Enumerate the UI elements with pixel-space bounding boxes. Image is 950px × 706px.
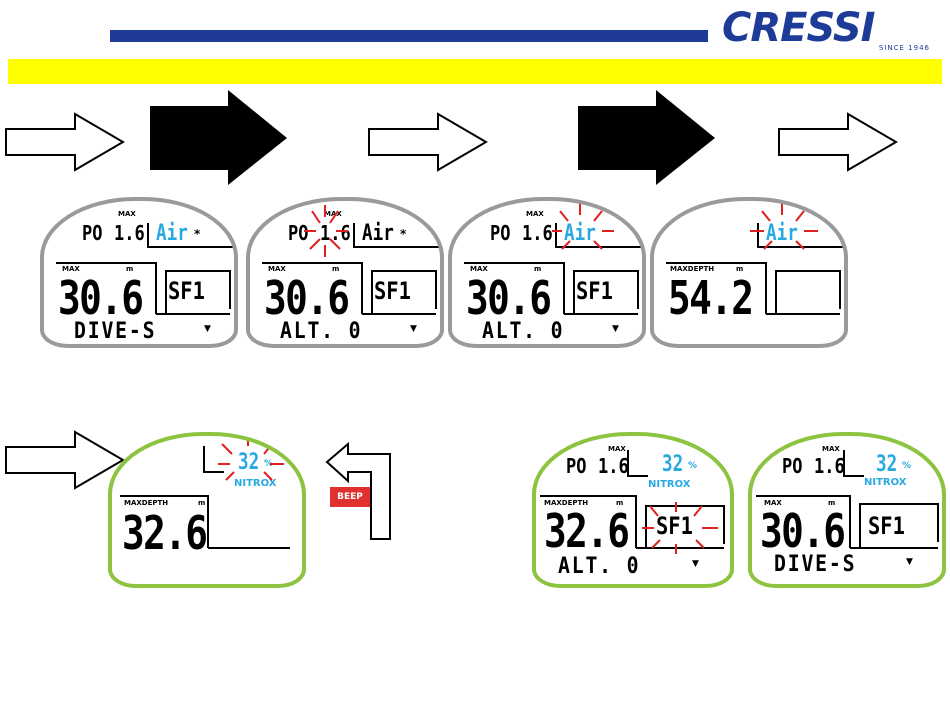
gas-air-value: Air (564, 223, 596, 245)
down-arrow-icon: ▼ (906, 558, 913, 567)
arrow-right-outline-icon (778, 113, 898, 171)
po-label: PO (782, 456, 802, 476)
gas-mark: % (264, 460, 273, 469)
bottom-text: ALT. 0 (482, 321, 564, 343)
gas-nitrox-value: 32 (662, 454, 683, 476)
gas-mark: * (194, 228, 200, 240)
lcd-screen-1: MAX PO 1.6 Air * MAX m 30.6 SF1 DIVE-S ▼ (40, 197, 238, 348)
depth-value: 30.6 (58, 275, 142, 321)
bottom-text: DIVE-S (74, 321, 156, 343)
nitrox-label: NITROX (864, 478, 906, 488)
gas-mark: * (400, 228, 406, 240)
lcd-screen-6: MAX PO 1.6 32 % NITROX MAXDEPTH m 32.6 S… (532, 432, 734, 588)
max-label: MAX (118, 211, 136, 218)
max-label: MAX (822, 446, 840, 453)
gas-nitrox-value: 32 (238, 452, 259, 474)
gas-mark: % (902, 462, 911, 471)
max-label: MAX (526, 211, 544, 218)
po-value: 1.6 (814, 456, 845, 476)
gas-air-value: Air (362, 223, 394, 245)
po-label: PO (82, 223, 102, 243)
down-arrow-icon: ▼ (204, 325, 211, 334)
lcd-screen-3: MAX PO 1.6 Air MAX m 30.6 SF1 ALT. 0 ▼ (448, 197, 646, 348)
lcd-screen-4: Air MAXDEPTH m 54.2 (650, 197, 848, 348)
po-label: PO (490, 223, 510, 243)
logo-since: SINCE 1946 (879, 44, 930, 52)
gas-nitrox-value: 32 (876, 454, 897, 476)
sf-value: SF1 (656, 514, 693, 538)
po-label: PO (288, 223, 308, 243)
down-arrow-icon: ▼ (410, 325, 417, 334)
arrow-right-outline-icon (5, 113, 125, 171)
depth-value: 30.6 (760, 508, 844, 554)
bottom-text: ALT. 0 (558, 556, 640, 578)
depth-value: 54.2 (668, 275, 752, 321)
depth-value: 30.6 (466, 275, 550, 321)
arrow-right-solid-icon (150, 90, 288, 186)
arrow-right-outline-icon (368, 113, 488, 171)
sf-value: SF1 (168, 279, 205, 303)
lcd-screen-2: MAX PO 1.6 Air * MAX m 30.6 SF1 ALT. 0 ▼ (246, 197, 444, 348)
po-value: 1.6 (114, 223, 145, 243)
gas-air-value: Air (156, 223, 188, 245)
nitrox-label: NITROX (648, 480, 690, 490)
logo-text: CRESSI (722, 4, 875, 52)
lcd-screen-7: MAX PO 1.6 32 % NITROX MAX m 30.6 SF1 DI… (748, 432, 946, 588)
po-value: 1.6 (320, 223, 351, 243)
bottom-text: DIVE-S (774, 554, 856, 576)
max-label: MAX (608, 446, 626, 453)
lcd-screen-5: 32 % NITROX MAXDEPTH m 32.6 (108, 432, 306, 588)
down-arrow-icon: ▼ (692, 560, 699, 569)
gas-mark: % (688, 462, 697, 471)
sf-value: SF1 (576, 279, 613, 303)
depth-value: 30.6 (264, 275, 348, 321)
header-blue-bar (110, 30, 708, 42)
arrow-right-outline-icon (5, 431, 125, 489)
gas-air-value: Air (766, 223, 798, 245)
nitrox-label: NITROX (234, 479, 276, 489)
down-arrow-icon: ▼ (612, 325, 619, 334)
depth-value: 32.6 (544, 508, 628, 554)
max-label: MAX (324, 211, 342, 218)
sf-value: SF1 (868, 514, 905, 538)
beep-label: BEEP (330, 487, 370, 507)
cressi-logo: CRESSI SINCE 1946 (722, 4, 944, 60)
bottom-text: ALT. 0 (280, 321, 362, 343)
po-label: PO (566, 456, 586, 476)
arrow-right-solid-icon (578, 90, 716, 186)
po-value: 1.6 (522, 223, 553, 243)
title-yellow-bar (8, 59, 942, 84)
depth-value: 32.6 (122, 510, 206, 556)
po-value: 1.6 (598, 456, 629, 476)
sf-value: SF1 (374, 279, 411, 303)
